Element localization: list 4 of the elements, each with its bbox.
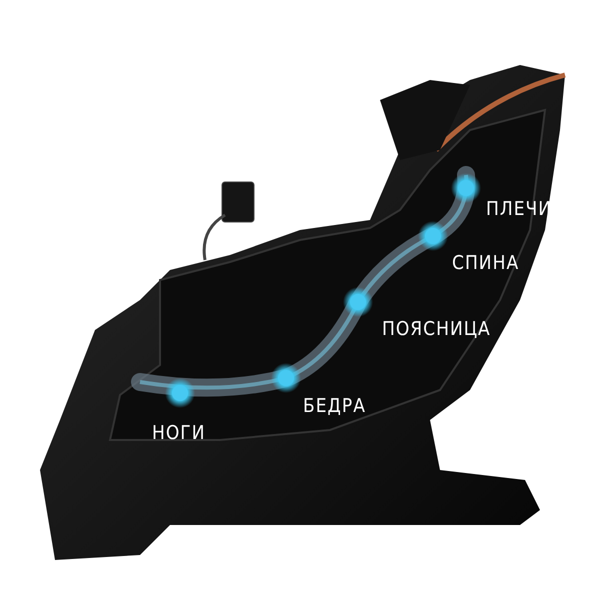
body-zone-label: НОГИ	[152, 422, 206, 444]
body-zone-label: ПОЯСНИЦА	[382, 318, 491, 340]
body-zone-label: БЕДРА	[303, 395, 366, 417]
body-zone-label: СПИНА	[452, 252, 520, 274]
